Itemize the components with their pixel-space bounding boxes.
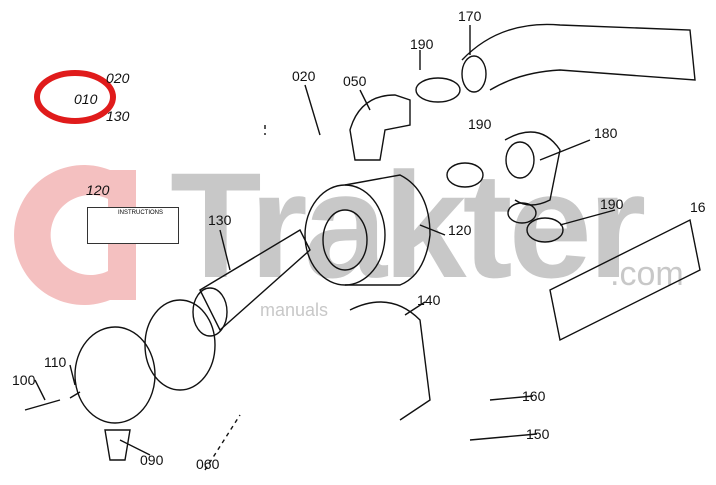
callout-140[interactable]: 140: [417, 292, 441, 308]
callout-160[interactable]: 160: [522, 388, 546, 404]
cover-060: [74, 326, 156, 424]
hose-170: [461, 23, 696, 91]
callout-190[interactable]: 190: [410, 36, 434, 52]
callout-050[interactable]: 050: [343, 73, 367, 89]
filter-130: [199, 229, 311, 332]
callout-16[interactable]: 16: [690, 199, 706, 215]
callout-190[interactable]: 190: [600, 196, 624, 212]
inset-label-020: 020: [106, 70, 130, 86]
elbow-180: [504, 131, 561, 206]
instruction-decal: INSTRUCTIONS: [87, 207, 179, 244]
clamp-190: [415, 77, 461, 103]
watermark-sub: manuals: [260, 300, 329, 320]
callout-090[interactable]: 090: [140, 452, 164, 468]
inset-label-010: 010: [74, 91, 98, 107]
watermark-domain: .com: [610, 255, 684, 293]
callout-190[interactable]: 190: [468, 116, 492, 132]
callout-100[interactable]: 100: [12, 372, 36, 388]
callout-150[interactable]: 150: [526, 426, 550, 442]
callout-110[interactable]: 110: [44, 354, 67, 370]
elbow-050: [349, 94, 411, 161]
callout-130[interactable]: 130: [208, 212, 232, 228]
band-140: [349, 301, 431, 421]
callout-060[interactable]: 060: [196, 456, 220, 472]
manifold: [549, 218, 701, 342]
decal-title: INSTRUCTIONS: [118, 210, 163, 216]
callout-020[interactable]: 020: [292, 68, 316, 84]
callout-180[interactable]: 180: [594, 125, 618, 141]
callout-170[interactable]: 170: [458, 8, 482, 24]
inset-label-130: 130: [106, 108, 130, 124]
watermark-brand: Trakter: [170, 141, 646, 309]
callout-120[interactable]: 120: [448, 222, 472, 238]
inset-decal-label: 120: [86, 182, 110, 198]
